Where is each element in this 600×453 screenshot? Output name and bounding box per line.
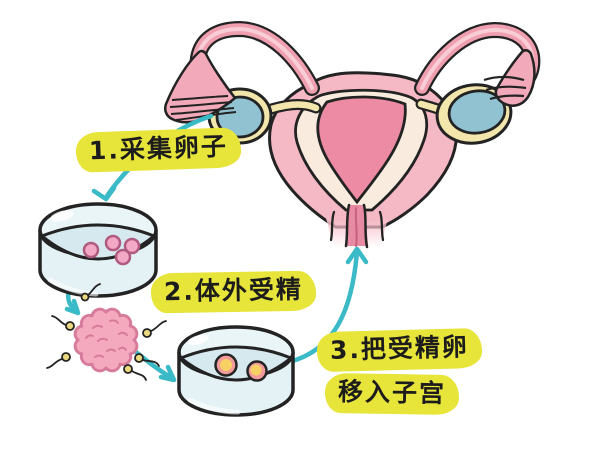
- fertilized-eggs: [214, 353, 268, 382]
- collected-eggs: [82, 234, 141, 266]
- sperm-icon: [134, 353, 160, 367]
- step-3-label-line1: 3.把受精卵: [316, 327, 483, 373]
- uterus-icon: [268, 71, 458, 249]
- sperm-icon: [51, 315, 75, 331]
- egg-cell-with-sperm-icon: [46, 283, 167, 381]
- sperm-icon: [123, 364, 147, 381]
- step-3-label-line2: 移入子宫: [324, 372, 460, 416]
- cell-texture: [85, 319, 128, 358]
- step-2-label: 2.体外受精: [150, 270, 317, 314]
- arrow-dish2-to-uterus-icon: [286, 246, 369, 365]
- fimbriae-right-icon: [483, 49, 536, 107]
- petri-dish-fertilized-icon: [177, 325, 295, 417]
- sperm-icon: [46, 352, 71, 369]
- petri-dish-eggs-icon: [38, 202, 158, 298]
- step-1-label: 1.采集卵子: [75, 127, 242, 173]
- sperm-icon: [142, 320, 167, 338]
- ovary-right-icon: [415, 83, 513, 145]
- sperm-cells: [46, 283, 167, 381]
- sperm-icon: [80, 283, 101, 302]
